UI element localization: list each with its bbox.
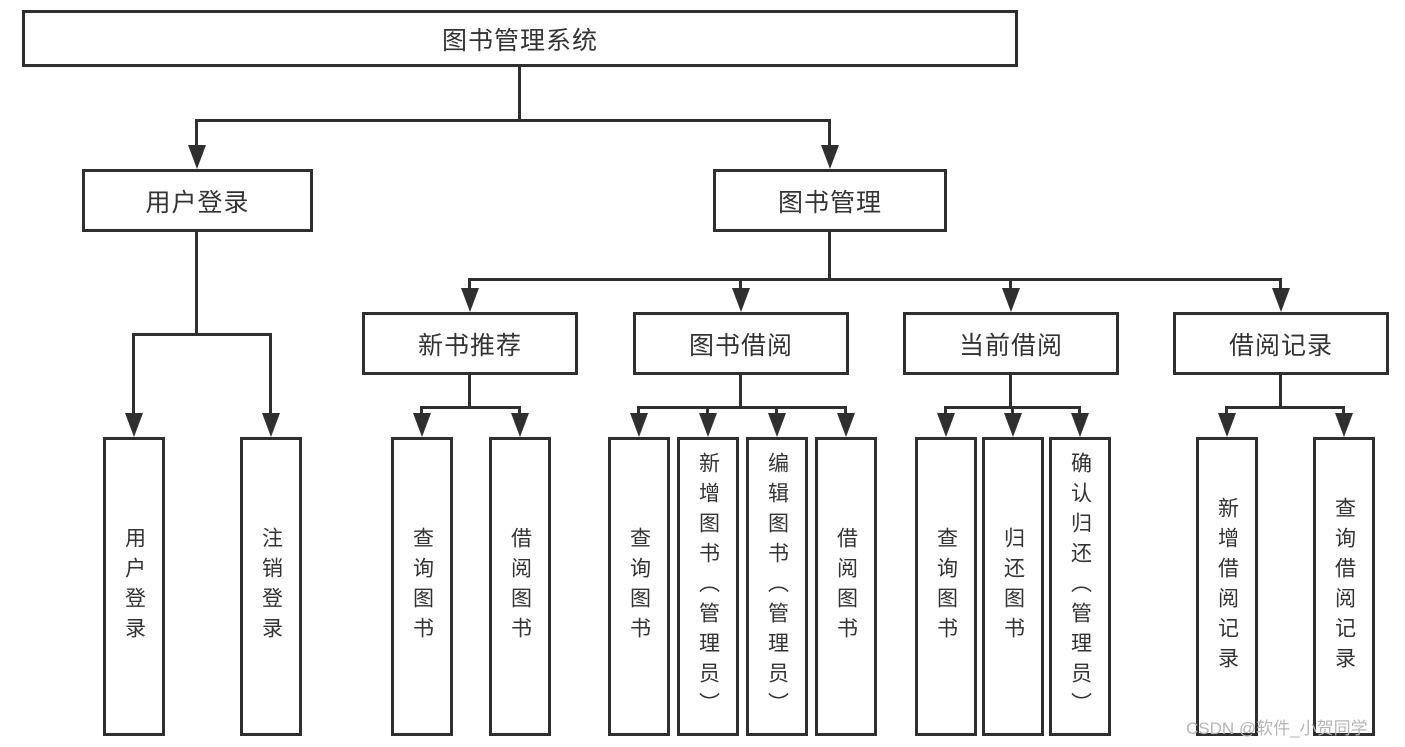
leaf-borrowing-borrow-books-label: 借阅图书 [834, 526, 858, 647]
arrowhead-down-icon [262, 413, 280, 437]
leaf-query-borrow-record: 查询借阅记录 [1313, 437, 1375, 736]
arrowhead-down-icon [1335, 413, 1353, 437]
leaf-borrowing-borrow-books: 借阅图书 [815, 437, 877, 736]
connector-vline [828, 119, 831, 149]
connector-vline [468, 278, 471, 290]
connector-vline [518, 406, 521, 415]
leaf-edit-books-admin-label: 编辑图书（管理员） [765, 451, 789, 722]
connector-hline [195, 119, 831, 122]
leaf-add-books-admin-label: 新增图书（管理员） [696, 451, 720, 722]
node-library-system-label: 图书管理系统 [441, 26, 598, 55]
arrowhead-down-icon [413, 413, 431, 437]
connector-vline [1009, 278, 1012, 290]
node-current-borrowing-label: 当前借阅 [958, 331, 1063, 360]
node-borrowing-records-label: 借阅记录 [1228, 331, 1333, 360]
node-user-login: 用户登录 [82, 169, 313, 232]
node-new-book-recommend-label: 新书推荐 [417, 331, 522, 360]
connector-vline [1342, 406, 1345, 415]
connector-vline [518, 67, 521, 121]
connector-vline [1078, 406, 1081, 415]
connector-vline [637, 406, 640, 415]
node-book-borrowing: 图书借阅 [633, 312, 849, 375]
leaf-borrowing-query-books: 查询图书 [608, 437, 670, 736]
connector-vline [775, 406, 778, 415]
leaf-logout: 注销登录 [240, 437, 302, 736]
connector-hline [132, 333, 272, 336]
connector-vline [1279, 278, 1282, 290]
leaf-borrowing-query-books-label: 查询图书 [627, 526, 651, 647]
leaf-user-login-label: 用户登录 [122, 526, 146, 647]
node-book-management: 图书管理 [713, 169, 947, 232]
arrowhead-down-icon [1218, 413, 1236, 437]
leaf-current-query-books: 查询图书 [915, 437, 977, 736]
connector-vline [706, 406, 709, 415]
connector-vline [844, 406, 847, 415]
connector-hline [420, 406, 521, 409]
leaf-recommend-query-books: 查询图书 [391, 437, 453, 736]
arrowhead-down-icon [821, 145, 839, 169]
leaf-return-books-label: 归还图书 [1001, 526, 1025, 647]
leaf-current-query-books-label: 查询图书 [934, 526, 958, 647]
leaf-recommend-borrow-books: 借阅图书 [489, 437, 551, 736]
node-book-management-label: 图书管理 [777, 188, 882, 217]
leaf-edit-books-admin: 编辑图书（管理员） [746, 437, 808, 736]
connector-vline [468, 375, 471, 409]
connector-vline [195, 232, 198, 336]
connector-vline [132, 333, 135, 415]
leaf-add-books-admin: 新增图书（管理员） [677, 437, 739, 736]
leaf-logout-label: 注销登录 [259, 526, 283, 647]
node-book-borrowing-label: 图书借阅 [688, 331, 793, 360]
arrowhead-down-icon [1004, 413, 1022, 437]
arrowhead-down-icon [1071, 413, 1089, 437]
connector-vline [195, 119, 198, 149]
leaf-return-books: 归还图书 [982, 437, 1044, 736]
leaf-recommend-query-books-label: 查询图书 [410, 526, 434, 647]
arrowhead-down-icon [630, 413, 648, 437]
leaf-add-borrow-record: 新增借阅记录 [1196, 437, 1258, 736]
node-current-borrowing: 当前借阅 [903, 312, 1119, 375]
csdn-watermark: CSDN @软件_小贺同学 [1186, 719, 1368, 738]
connector-hline [637, 406, 847, 409]
connector-vline [420, 406, 423, 415]
node-borrowing-records: 借阅记录 [1173, 312, 1389, 375]
arrowhead-down-icon [768, 413, 786, 437]
node-new-book-recommend: 新书推荐 [362, 312, 578, 375]
connector-vline [1279, 375, 1282, 409]
connector-vline [269, 333, 272, 415]
node-library-system: 图书管理系统 [22, 10, 1018, 67]
leaf-query-borrow-record-label: 查询借阅记录 [1332, 496, 1356, 677]
arrowhead-down-icon [937, 413, 955, 437]
connector-vline [1225, 406, 1228, 415]
leaf-recommend-borrow-books-label: 借阅图书 [508, 526, 532, 647]
connector-vline [739, 278, 742, 290]
arrowhead-down-icon [699, 413, 717, 437]
arrowhead-down-icon [732, 288, 750, 312]
leaf-confirm-return-admin-label: 确认归还（管理员） [1068, 451, 1092, 722]
connector-hline [468, 278, 1282, 281]
connector-vline [944, 406, 947, 415]
arrowhead-down-icon [511, 413, 529, 437]
connector-vline [1009, 375, 1012, 409]
leaf-user-login: 用户登录 [103, 437, 165, 736]
arrowhead-down-icon [125, 413, 143, 437]
leaf-confirm-return-admin: 确认归还（管理员） [1049, 437, 1111, 736]
arrowhead-down-icon [837, 413, 855, 437]
arrowhead-down-icon [1272, 288, 1290, 312]
node-user-login-label: 用户登录 [145, 188, 250, 217]
arrowhead-down-icon [188, 145, 206, 169]
connector-vline [739, 375, 742, 409]
arrowhead-down-icon [461, 288, 479, 312]
connector-vline [1011, 406, 1014, 415]
arrowhead-down-icon [1002, 288, 1020, 312]
connector-vline [828, 232, 831, 280]
leaf-add-borrow-record-label: 新增借阅记录 [1215, 496, 1239, 677]
connector-hline [1225, 406, 1345, 409]
